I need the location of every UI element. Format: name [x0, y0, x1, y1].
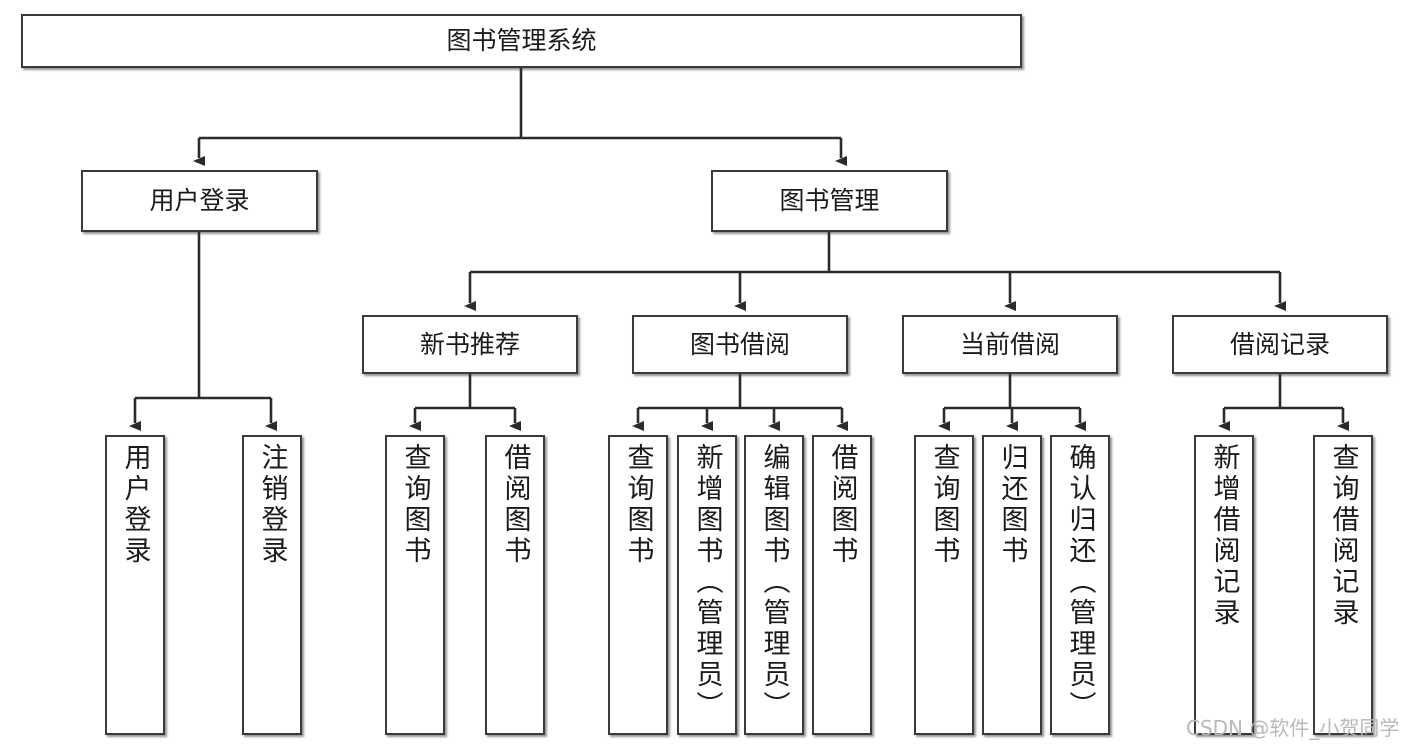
node-label: 借阅图书: [499, 443, 531, 567]
node-leaf-return-book[interactable]: 归还图书: [982, 435, 1042, 735]
node-label: 借阅图书: [826, 443, 858, 567]
node-leaf-user-logout[interactable]: 注销登录: [242, 435, 302, 735]
node-label: 确认归还（管理员）: [1064, 443, 1096, 722]
node-label: 图书管理系统: [446, 26, 597, 56]
node-book-borrow[interactable]: 图书借阅: [632, 315, 848, 374]
node-label: 新增图书（管理员）: [691, 443, 723, 722]
node-leaf-query-book-2[interactable]: 查询图书: [608, 435, 668, 735]
node-leaf-user-login[interactable]: 用户登录: [105, 435, 165, 735]
node-label: 查询借阅记录: [1327, 443, 1359, 629]
node-label: 查询图书: [399, 443, 431, 567]
node-leaf-add-book[interactable]: 新增图书（管理员）: [677, 435, 737, 735]
node-label: 图书管理: [779, 186, 880, 216]
node-label: 注销登录: [256, 443, 288, 567]
node-leaf-edit-book[interactable]: 编辑图书（管理员）: [744, 435, 804, 735]
node-leaf-borrow-book-1[interactable]: 借阅图书: [485, 435, 545, 735]
node-new-book-recommend[interactable]: 新书推荐: [362, 315, 578, 374]
node-leaf-query-book-1[interactable]: 查询图书: [385, 435, 445, 735]
node-borrow-record[interactable]: 借阅记录: [1172, 315, 1388, 374]
node-label: 编辑图书（管理员）: [758, 443, 790, 722]
node-label: 归还图书: [996, 443, 1028, 567]
node-label: 查询图书: [928, 443, 960, 567]
node-leaf-confirm-return[interactable]: 确认归还（管理员）: [1050, 435, 1110, 735]
node-label: 用户登录: [149, 186, 250, 216]
node-label: 借阅记录: [1229, 329, 1330, 359]
node-label: 当前借阅: [959, 329, 1060, 359]
node-label: 查询图书: [622, 443, 654, 567]
node-leaf-borrow-book-2[interactable]: 借阅图书: [812, 435, 872, 735]
node-label: 新增借阅记录: [1208, 443, 1240, 629]
node-root-system[interactable]: 图书管理系统: [21, 14, 1022, 68]
node-leaf-query-book-3[interactable]: 查询图书: [914, 435, 974, 735]
node-label: 新书推荐: [419, 329, 520, 359]
node-user-login[interactable]: 用户登录: [81, 170, 318, 232]
node-label: 图书借阅: [689, 329, 790, 359]
node-leaf-add-record[interactable]: 新增借阅记录: [1194, 435, 1254, 735]
node-label: 用户登录: [119, 443, 151, 567]
node-current-borrow[interactable]: 当前借阅: [902, 315, 1118, 374]
node-leaf-query-record[interactable]: 查询借阅记录: [1313, 435, 1373, 735]
csdn-watermark: CSDN @软件_小贺同学: [1186, 716, 1400, 740]
node-book-manage[interactable]: 图书管理: [711, 170, 948, 232]
